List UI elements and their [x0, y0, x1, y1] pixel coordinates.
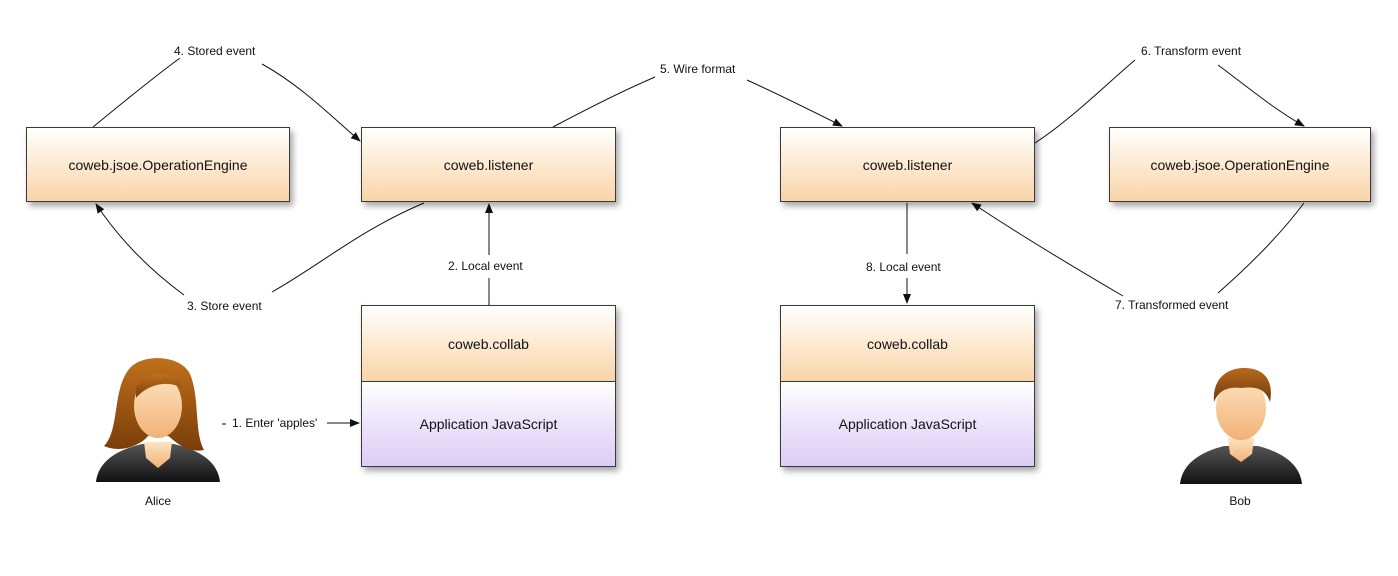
left-collab-label: coweb.collab [448, 335, 529, 352]
bob-name: Bob [1229, 494, 1251, 508]
edge-label-wire-format: 5. Wire format [658, 62, 738, 76]
right-collab-section: coweb.collab [781, 306, 1034, 381]
left-collab-section: coweb.collab [362, 306, 615, 381]
edge-stored-event [92, 57, 181, 128]
edge-label-transform-event: 6. Transform event [1139, 44, 1244, 58]
left-listener-label: coweb.listener [443, 156, 534, 173]
right-collab-label: coweb.collab [867, 335, 948, 352]
edge-transform-event [1034, 59, 1136, 144]
edge-label-stored-event: 4. Stored event [172, 44, 258, 58]
edge-label-enter-apples: 1. Enter 'apples' [230, 416, 320, 430]
edge-transformed-event-arrow [971, 202, 1124, 297]
edge-label-local-event-left: 2. Local event [446, 259, 525, 273]
edge-store-event [271, 202, 425, 293]
edge-transformed-event [1217, 202, 1305, 294]
edge-store-event-arrow [95, 203, 185, 296]
left-client-stack: coweb.collab Application JavaScript [361, 305, 616, 467]
right-listener-box: coweb.listener [780, 127, 1035, 202]
right-stack-divider [781, 381, 1034, 382]
left-operation-engine-box: coweb.jsoe.OperationEngine [26, 127, 290, 202]
edge-wire-format-arrow [746, 79, 843, 127]
alice-avatar [96, 358, 220, 482]
edge-stored-event-arrow [261, 63, 361, 142]
edge-label-transformed-event: 7. Transformed event [1113, 298, 1231, 312]
right-operation-engine-label: coweb.jsoe.OperationEngine [1150, 156, 1330, 173]
right-listener-label: coweb.listener [862, 156, 953, 173]
edge-label-store-event: 3. Store event [185, 299, 264, 313]
right-app-section: Application JavaScript [781, 382, 1034, 466]
left-app-section: Application JavaScript [362, 382, 615, 466]
left-app-label: Application JavaScript [419, 416, 558, 432]
bob-avatar [1180, 368, 1302, 484]
edge-wire-format [552, 76, 656, 128]
right-operation-engine-box: coweb.jsoe.OperationEngine [1109, 127, 1371, 202]
left-listener-box: coweb.listener [361, 127, 616, 202]
edge-label-local-event-right: 8. Local event [864, 260, 943, 274]
right-client-stack: coweb.collab Application JavaScript [780, 305, 1035, 467]
left-operation-engine-label: coweb.jsoe.OperationEngine [68, 156, 248, 173]
right-app-label: Application JavaScript [838, 416, 977, 432]
alice-name: Alice [144, 494, 171, 508]
edge-transform-event-arrow [1217, 64, 1305, 127]
left-stack-divider [362, 381, 615, 382]
